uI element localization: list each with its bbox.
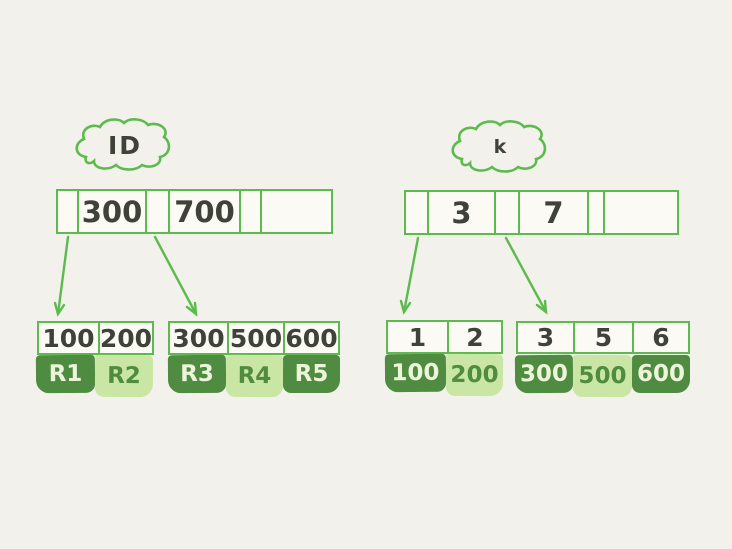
k-root-node: 3 7	[404, 190, 679, 235]
id-root-pointer-cell-1	[58, 191, 79, 232]
k-root-key-cell-2: 7	[520, 192, 589, 233]
k-leaf2-value-row: 300 500 600	[514, 354, 690, 398]
id-leaf2-value-r4: R4	[225, 354, 284, 398]
k-root-pointer-cell-2	[496, 192, 520, 233]
k-root-empty-cell	[605, 192, 677, 233]
k-leaf2-value-500: 500	[572, 354, 633, 398]
k-arrow-to-leaf1	[399, 236, 420, 315]
id-root-key-cell-1: 300	[79, 191, 147, 232]
id-arrow-to-leaf1	[53, 235, 70, 317]
id-leaf2-node: 300 500 600	[168, 321, 340, 355]
id-leaf2-value-r3: R3	[167, 354, 227, 394]
k-leaf2-key-cell-1: 3	[518, 323, 575, 352]
k-leaf2-key-cell-2: 5	[575, 323, 634, 352]
id-leaf1-value-r2: R2	[94, 354, 154, 398]
k-arrow-to-leaf2	[504, 236, 548, 315]
id-root-key-cell-2: 700	[170, 191, 241, 232]
k-leaf2-node: 3 5 6	[516, 321, 690, 354]
id-root-pointer-cell-2	[147, 191, 170, 232]
k-leaf2-value-600: 600	[632, 355, 690, 393]
k-leaf1-value-row: 100 200	[384, 353, 504, 397]
k-leaf1-key-cell-1: 1	[388, 322, 449, 352]
id-leaf1-key-cell-2: 200	[99, 323, 152, 353]
k-cloud-icon	[451, 120, 547, 173]
id-leaf1-key-cell-1: 100	[39, 323, 100, 353]
id-leaf1-value-row: R1 R2	[35, 354, 154, 398]
id-root-node: 300 700	[56, 189, 333, 234]
k-leaf2-value-300: 300	[514, 354, 574, 394]
k-root-pointer-cell-3	[589, 192, 605, 233]
id-arrow-to-leaf2	[153, 235, 198, 317]
id-leaf2-key-cell-2: 500	[229, 323, 285, 353]
k-root-pointer-cell-1	[406, 192, 429, 233]
id-leaf1-value-r1: R1	[35, 354, 96, 394]
id-root-pointer-cell-3	[241, 191, 262, 232]
k-leaf1-value-100: 100	[384, 353, 447, 393]
k-leaf1-key-cell-2: 2	[466, 322, 484, 352]
id-leaf2-value-r5: R5	[283, 355, 340, 393]
id-root-empty-cell	[262, 191, 331, 232]
k-leaf1-value-200: 200	[445, 353, 504, 397]
k-leaf2-key-cell-3: 6	[652, 323, 670, 352]
id-leaf2-key-cell-3: 600	[285, 323, 338, 353]
id-leaf2-value-row: R3 R4 R5	[167, 354, 340, 398]
k-cloud-label: k	[493, 136, 507, 158]
k-root-key-cell-1: 3	[429, 192, 496, 233]
id-cloud-label: ID	[107, 130, 143, 160]
id-leaf2-key-cell-1: 300	[170, 323, 229, 353]
id-cloud-icon	[75, 118, 171, 171]
id-leaf1-node: 100 200	[37, 321, 154, 355]
k-leaf1-node: 1 2	[386, 320, 503, 354]
